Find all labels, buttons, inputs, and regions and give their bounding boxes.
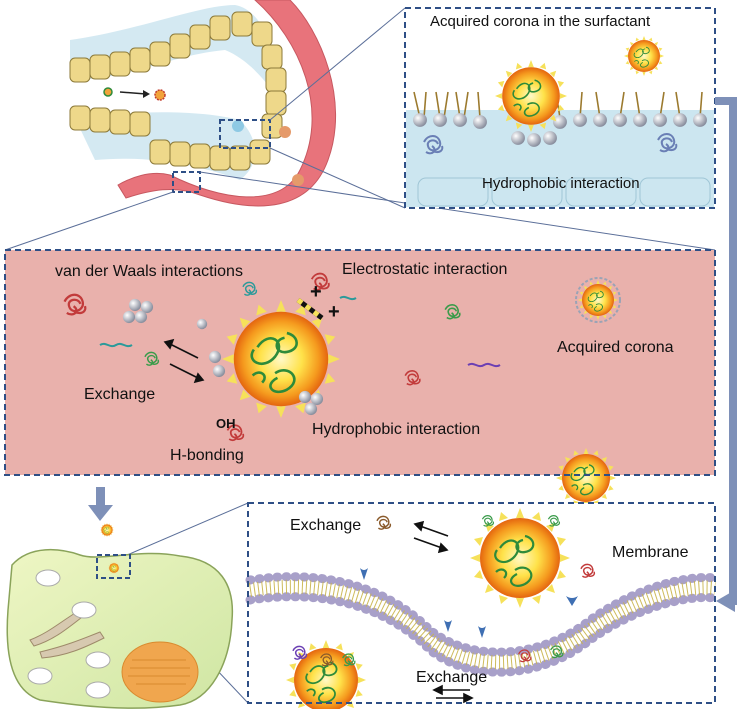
intestine-illustration — [69, 0, 336, 207]
label-exchange-top: Exchange — [290, 517, 361, 534]
edge-nanoparticle-icon — [556, 448, 616, 508]
caption-hydrophobic-surfactant: Hydrophobic interaction — [482, 175, 640, 192]
electrostatic-bars — [296, 298, 324, 320]
corona-interactions-panel: + + van der Waals interactions Electrost… — [4, 249, 716, 508]
plus-sign-2: + — [328, 301, 340, 323]
label-acquired-corona: Acquired corona — [557, 339, 674, 356]
panel-frame-bottom-right — [247, 502, 716, 704]
surfactant-panel: Acquired corona in the surfactant Hydrop… — [404, 7, 716, 209]
label-electrostatic: Electrostatic interaction — [342, 261, 507, 278]
epithelial-cells-lower — [69, 105, 271, 171]
plus-sign-1: + — [310, 281, 322, 303]
exchange-arrows-bottom — [413, 520, 474, 704]
label-h-bonding: H-bonding — [170, 447, 244, 464]
panel-frame-middle — [4, 249, 716, 476]
nanoparticle-small-icon — [624, 36, 664, 76]
panel-frame-top-right — [404, 7, 716, 209]
membrane-panel: Exchange Membrane Exchange — [245, 502, 720, 709]
cell-outlines — [417, 177, 711, 207]
label-exchange-middle: Exchange — [84, 386, 155, 403]
flow-arrow-down — [88, 487, 113, 521]
flow-arrow-right — [715, 97, 737, 612]
label-oh: OH — [216, 416, 236, 431]
lipid-bilayer — [245, 572, 720, 677]
label-exchange-bottom: Exchange — [416, 669, 487, 686]
label-hydrophobic-middle: Hydrophobic interaction — [312, 421, 480, 438]
label-vdw: van der Waals interactions — [55, 263, 243, 280]
acquired-corona-np-icon — [578, 280, 618, 320]
label-membrane: Membrane — [612, 544, 689, 561]
membrane-receptors — [360, 568, 578, 638]
panel-title-surfactant: Acquired corona in the surfactant — [430, 13, 651, 30]
exchange-arrows-middle — [163, 338, 205, 384]
cell-illustration — [6, 523, 234, 709]
